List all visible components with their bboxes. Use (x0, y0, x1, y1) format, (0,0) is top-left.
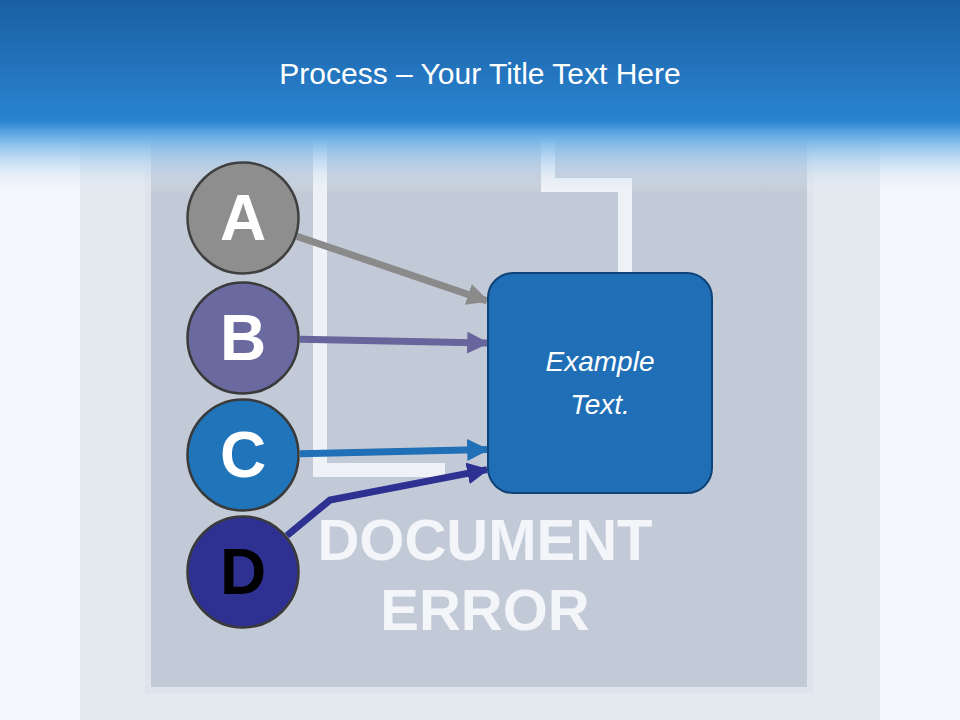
title-band (0, 0, 960, 195)
flow-arrow (300, 339, 487, 343)
outer-frame (80, 110, 880, 720)
document-panel (148, 110, 810, 690)
circle-fill (188, 517, 299, 628)
step-circle: A (186, 161, 300, 275)
flow-arrow (300, 450, 487, 454)
slide-title: Process – Your Title Text Here (20, 54, 940, 94)
circle-fill (188, 283, 299, 394)
step-circle: C (186, 398, 300, 512)
watermark-text: DOCUMENT ERROR (280, 505, 690, 645)
step-letter: C (220, 406, 266, 505)
circle-fill (188, 400, 299, 511)
step-circle: D (186, 515, 300, 629)
step-letter: A (220, 169, 266, 268)
box-text: Example Text. (515, 340, 685, 426)
step-letter: D (220, 523, 266, 622)
step-letter: B (220, 289, 266, 388)
step-circle: B (186, 281, 300, 395)
flow-arrow (297, 236, 487, 301)
circle-fill (188, 163, 299, 274)
result-box: Example Text. (487, 272, 713, 494)
